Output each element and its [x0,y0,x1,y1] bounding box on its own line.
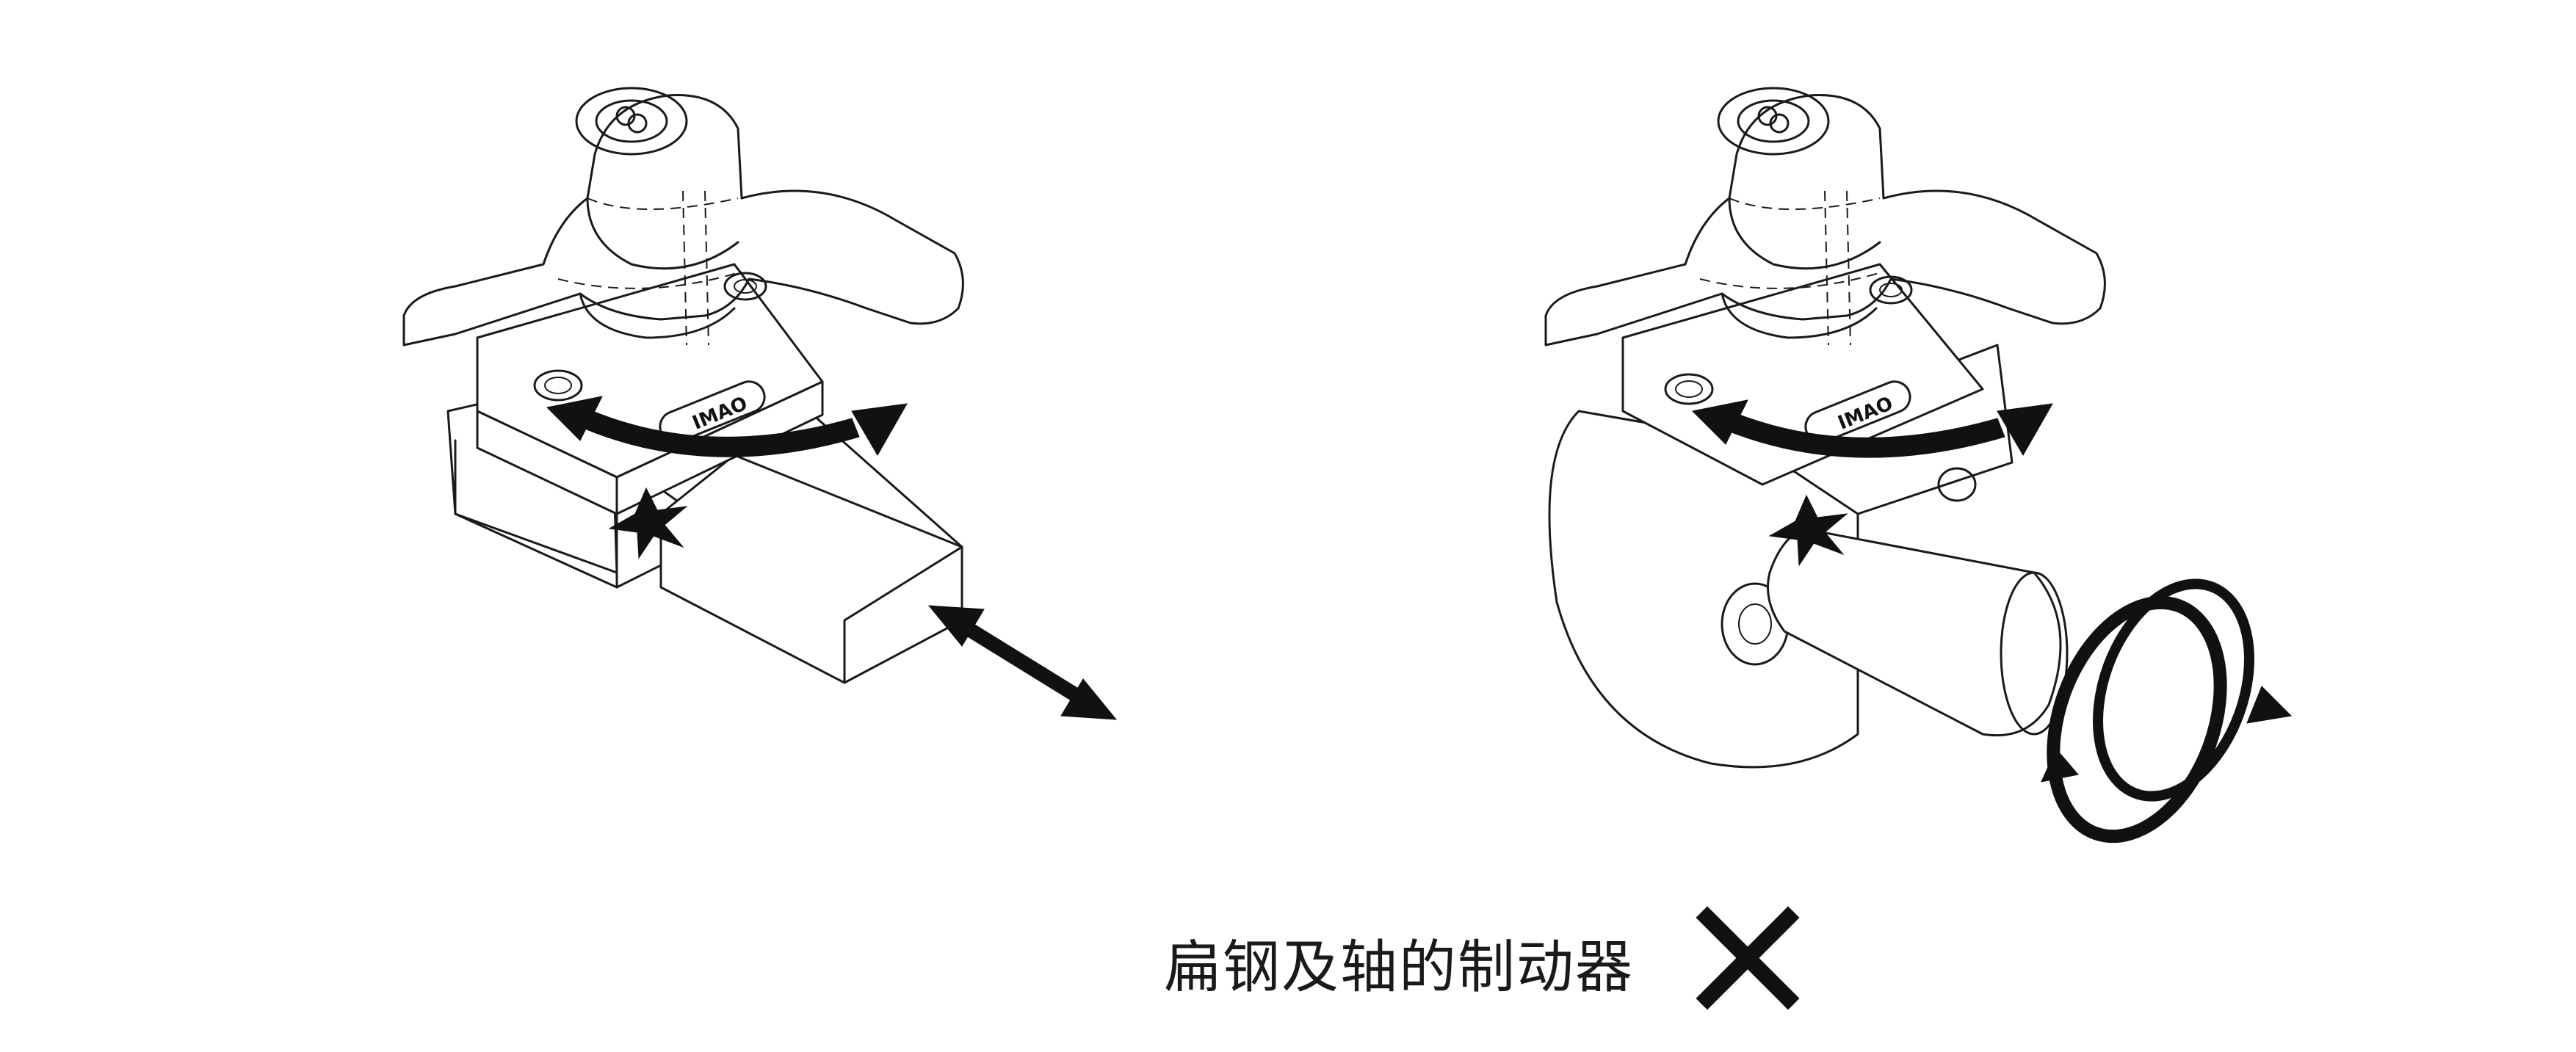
shaft-housing [1548,344,2014,769]
rotation-arrow-left [546,396,908,457]
contact-point-star-left [608,487,688,559]
linear-motion-arrow [927,605,1118,720]
contact-point-star-right [1768,494,1848,567]
rotation-arrow-right [1691,399,2053,458]
not-applicable-x-icon [1696,906,1800,1010]
flat-bar-brake-illustration: IMAO [402,87,1118,720]
shaft-brake-illustration: IMAO [1544,87,2293,844]
shaft [1767,527,2069,737]
clamp-lever-handle [402,87,964,347]
shaft-rotation-arrows [2041,578,2293,844]
clamp-lever-handle-right [1544,87,2106,347]
caption-text: 扁钢及轴的制动器 [1164,935,1635,1001]
